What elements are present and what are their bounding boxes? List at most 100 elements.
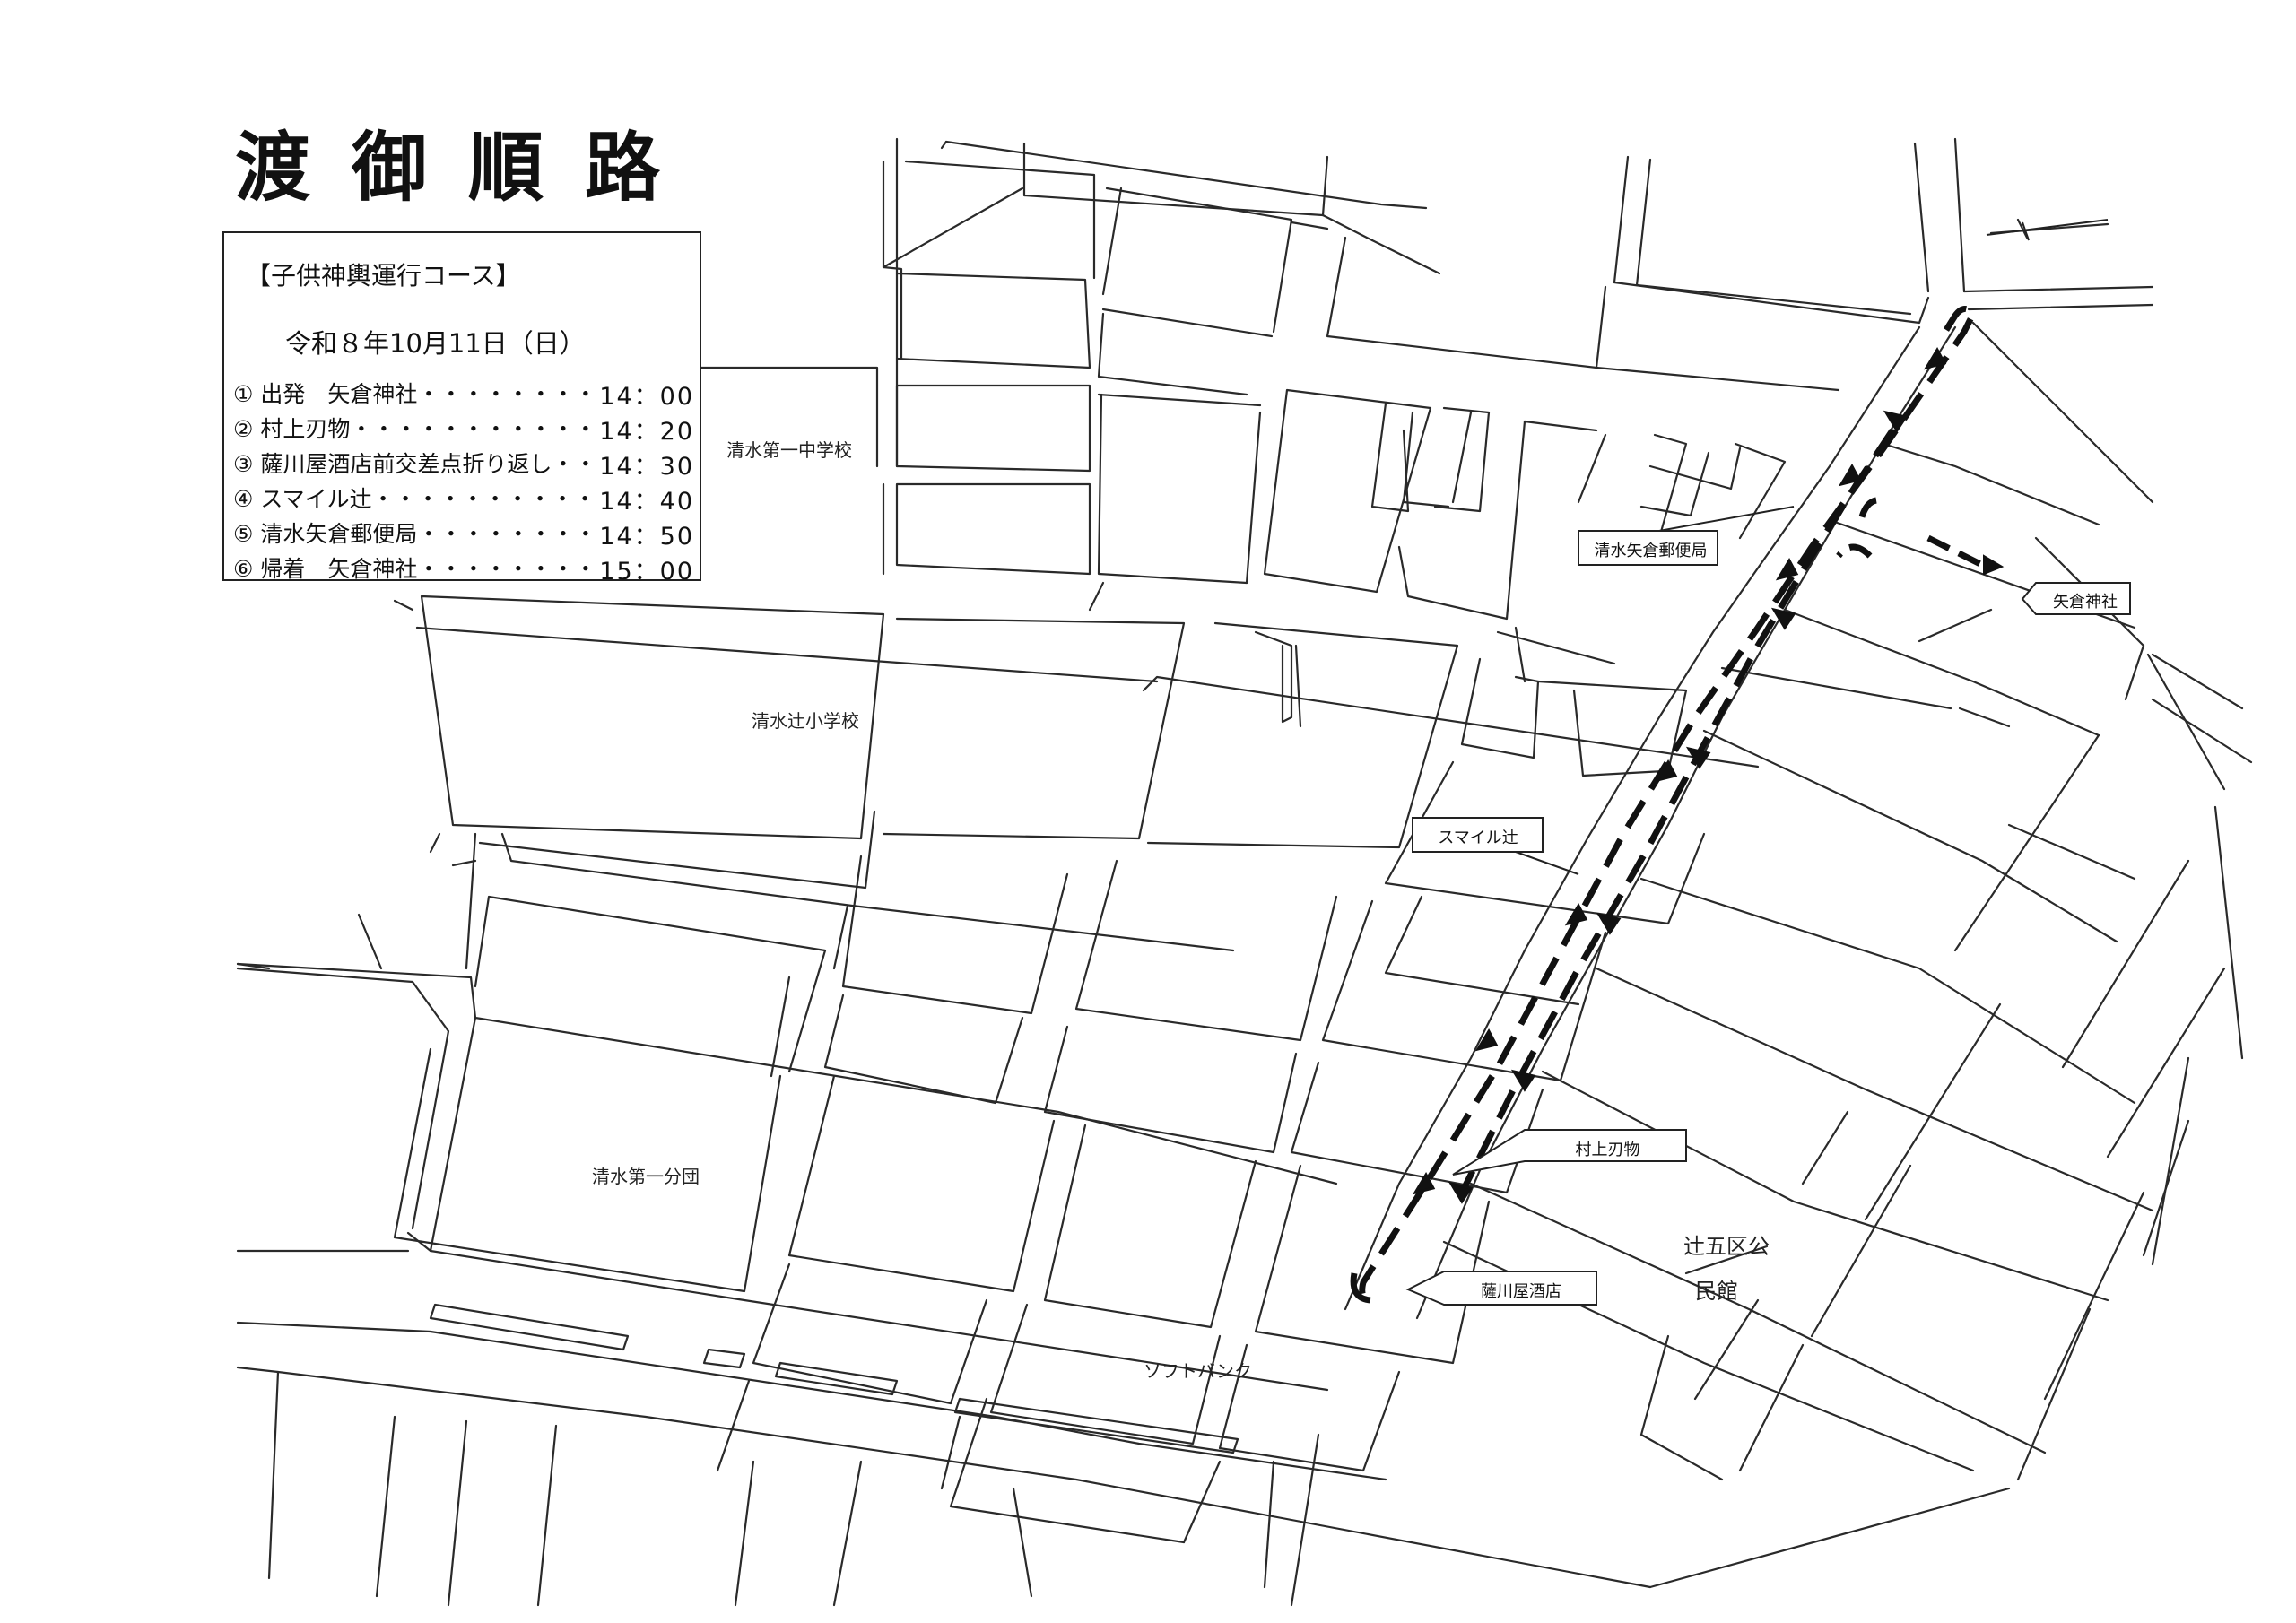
road-edge xyxy=(1635,158,1652,287)
road-edge xyxy=(702,1348,746,1369)
callout-satsukawaya-label: 薩川屋酒店 xyxy=(1481,1282,1561,1301)
route-line-return xyxy=(1458,429,1895,1194)
road-edge xyxy=(429,1303,630,1351)
schedule-heading: 【子供神輿運行コース】 xyxy=(246,261,521,291)
schedule-item-time: 15：00 xyxy=(599,558,694,586)
schedule-item-label: ② 村上刃物・・・・・・・・・・・ xyxy=(233,416,597,442)
road-edge xyxy=(1344,325,1921,1311)
label-fire-brigade: 清水第一分団 xyxy=(592,1166,700,1187)
road-edge xyxy=(236,1321,1387,1481)
road-edge xyxy=(357,913,383,970)
road-edge xyxy=(940,140,948,150)
road-edge xyxy=(2043,1191,2145,1401)
road-edge xyxy=(500,832,1235,952)
label-community-hall-line1: 辻五区公 xyxy=(1683,1234,1770,1259)
road-edge xyxy=(1639,877,2136,1105)
north-arrow-icon xyxy=(1986,219,2109,241)
road-edge xyxy=(1101,187,1123,296)
road-edge xyxy=(429,832,441,854)
road-edge xyxy=(1074,859,1338,1042)
road-edge xyxy=(832,1460,863,1607)
road-edge xyxy=(1720,666,1952,710)
road-edge xyxy=(1402,411,1450,508)
schedule-list: ① 出発 矢倉神社・・・・・・・・ 14：00 ② 村上刃物・・・・・・・・・・… xyxy=(233,377,694,586)
road-edge xyxy=(882,265,903,360)
road-edge xyxy=(882,160,1024,269)
road-edge xyxy=(949,1397,1186,1544)
road-edge xyxy=(944,140,1428,210)
road-edge xyxy=(1918,608,1993,643)
road-edge xyxy=(1958,707,2011,728)
road-edge xyxy=(1639,1334,1724,1481)
road-edge xyxy=(2007,823,2136,881)
road-edge xyxy=(1142,675,1760,768)
road-edge xyxy=(1321,213,1374,242)
road-edge xyxy=(1684,1245,1769,1275)
road-edge xyxy=(1971,321,2154,504)
route-arrow-up-icon xyxy=(1775,557,1799,581)
road-edge xyxy=(474,895,827,1073)
road-edge xyxy=(989,1303,1222,1445)
road-edge xyxy=(1864,1002,2002,1221)
schedule-box: 【子供神輿運行コース】 令和８年10月11日（日） ① 出発 矢倉神社・・・・・… xyxy=(222,231,701,586)
road-edge xyxy=(1469,1182,2047,1454)
road-edge xyxy=(1967,303,2154,311)
callout-smile-box xyxy=(1412,817,1544,853)
road-edge xyxy=(451,859,477,867)
road-edge xyxy=(1263,388,1432,594)
route-arrows xyxy=(1412,346,1947,1204)
road-edge xyxy=(1734,442,1787,540)
road-edge xyxy=(1263,1460,1275,1589)
road-edge xyxy=(1321,899,1607,1082)
route-arrow-up-icon xyxy=(1564,902,1588,926)
schedule-item-time: 14：40 xyxy=(599,488,694,516)
road-edge xyxy=(1648,447,1742,490)
road-edge xyxy=(1882,442,2100,526)
road-edge xyxy=(415,626,1159,683)
road-edge xyxy=(1962,285,2154,293)
label-junior-high-school: 清水第一中学校 xyxy=(726,439,852,461)
schedule-item: ④ スマイル辻・・・・・・・・・・ 14：40 xyxy=(233,482,694,516)
shrine-arrow-icon xyxy=(1983,554,2005,576)
road-edge xyxy=(1294,644,1302,728)
callout-satsukawaya-box xyxy=(1405,1271,1597,1306)
road-edge xyxy=(904,160,1096,280)
road-edge xyxy=(953,1397,1239,1454)
road-edge xyxy=(478,810,876,890)
label-softbank: ソフトバンク xyxy=(1144,1360,1252,1382)
route-arrow-up-icon xyxy=(1474,1028,1499,1052)
route-arrow-down-icon xyxy=(1510,1069,1536,1092)
road-edge xyxy=(2213,805,2244,1060)
callouts xyxy=(1405,506,2131,1306)
road-edge xyxy=(2151,1056,2190,1266)
callout-post-office-leader xyxy=(1658,506,1795,532)
road-edge xyxy=(1254,630,1293,724)
road-edge xyxy=(1460,657,1540,759)
road-edge xyxy=(1536,680,1688,773)
turnaround-arrow-icon xyxy=(1350,1272,1371,1304)
road-edge xyxy=(1321,155,1329,217)
schedule-item: ③ 薩川屋酒店前交差点折り返し・・ 14：30 xyxy=(233,447,694,482)
road-edge xyxy=(420,595,885,840)
road-edge xyxy=(841,855,1069,1015)
road-edge xyxy=(1105,187,1293,334)
road-edge xyxy=(536,1424,558,1607)
road-edge xyxy=(770,976,791,1078)
road-edge xyxy=(465,832,477,970)
callout-post-office-label: 清水矢倉郵便局 xyxy=(1594,542,1708,560)
road-edge xyxy=(1043,1025,1298,1154)
road-edge xyxy=(1451,411,1473,504)
road-edge xyxy=(1572,689,1665,777)
road-edge xyxy=(1146,621,1459,849)
road-edge xyxy=(1541,1070,2109,1302)
road-edge xyxy=(752,1263,988,1405)
road-edge xyxy=(447,1419,468,1607)
road-edge xyxy=(895,482,1091,576)
callout-shrine-label: 矢倉神社 xyxy=(2053,593,2118,612)
road-edge xyxy=(1326,236,1598,369)
road-edge xyxy=(1639,451,1710,517)
road-edge xyxy=(895,272,1091,369)
road-edge xyxy=(1370,239,1441,275)
road-edge xyxy=(2151,653,2244,710)
